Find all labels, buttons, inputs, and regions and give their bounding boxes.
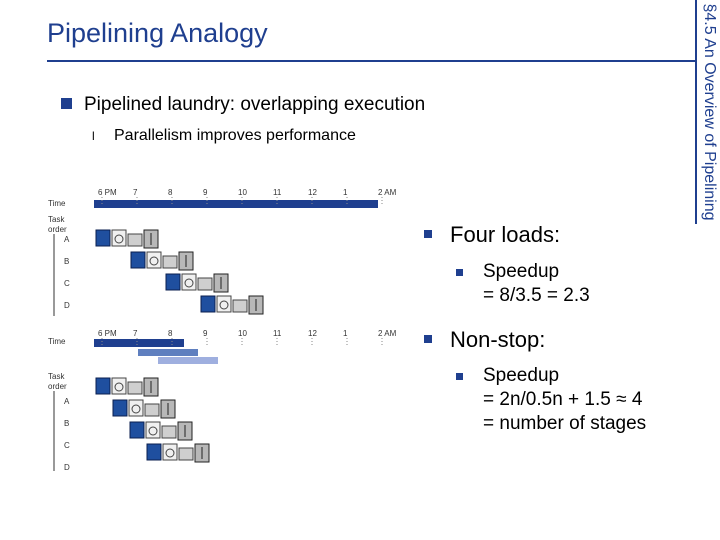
slide-title: Pipelining Analogy [47, 18, 268, 48]
time-tick-label: 1 [343, 188, 348, 197]
folding-icon [197, 277, 213, 291]
folding-icon [144, 403, 160, 417]
bullet-four-loads: Four loads: [424, 222, 560, 248]
dryer-icon [162, 443, 178, 461]
speedup-value: = 8/3.5 = 2.3 [483, 285, 590, 306]
time-tick-label: 7 [133, 188, 138, 197]
folding-icon [232, 299, 248, 313]
folding-icon [162, 255, 178, 269]
time-tick-label: 10 [238, 329, 247, 338]
time-tick-label: 2 AM [378, 329, 397, 338]
time-tick-label: 2 AM [378, 188, 397, 197]
folding-icon [127, 233, 143, 247]
nonstop-text: Non-stop: [450, 327, 546, 352]
time-bar [94, 200, 378, 208]
time-tick-label: 9 [203, 329, 208, 338]
time-tick-label: 6 PM [98, 188, 117, 197]
timeline-top: Time 6 PM 7 8 9 10 11 12 1 2 AM Task order A B C D [48, 188, 397, 316]
bullet-nonstop: Non-stop: [424, 327, 545, 353]
dryer-door-icon [165, 448, 175, 458]
dryer-door-icon [114, 382, 124, 392]
bullet-sub: l Parallelism improves performance [92, 127, 356, 145]
time-tick-label: 11 [273, 188, 282, 197]
time-label: Time [48, 199, 66, 208]
speedup-nonstop: Speedup = 2n/0.5n + 1.5 ≈ 4 = number of … [456, 364, 647, 436]
task-label: Task [48, 215, 65, 224]
dryer-door-icon [114, 234, 124, 244]
dryer-icon [128, 399, 144, 417]
washer-icon [129, 421, 145, 439]
task-letter: B [64, 419, 69, 428]
speedup-label-2: Speedup [483, 365, 560, 386]
speedup-formula: = 2n/0.5n + 1.5 ≈ 4 [483, 389, 643, 410]
washer-icon [95, 377, 111, 395]
side-label: §4.5 An Overview of Pipelining [701, 3, 718, 221]
washer-icon [130, 251, 146, 269]
washer-icon [95, 229, 111, 247]
bullet-main: Pipelined laundry: overlapping execution [61, 94, 425, 116]
time-tick-label: 8 [168, 188, 173, 197]
timeline-bottom: Time 6 PM 7 8 9 10 11 12 1 2 AM Task order A B C D [48, 329, 397, 472]
speedup-note: = number of stages [483, 413, 647, 434]
dryer-icon [181, 273, 197, 291]
bullet-square-icon [456, 269, 463, 276]
bullet-square-icon [456, 373, 463, 380]
time-tick-label: 11 [273, 329, 282, 338]
bullet-sub-text: Parallelism improves performance [114, 127, 356, 144]
task-letter: D [64, 463, 70, 472]
dryer-door-icon [131, 404, 141, 414]
folding-icon [178, 447, 194, 461]
bullet-main-text: Pipelined laundry: overlapping execution [84, 94, 426, 115]
task-letter: A [64, 397, 70, 406]
time-tick-label: 8 [168, 329, 173, 338]
task-letter: C [64, 441, 70, 450]
dryer-door-icon [184, 278, 194, 288]
four-loads-text: Four loads: [450, 222, 561, 247]
time-tick-label: 9 [203, 188, 208, 197]
dryer-icon [146, 251, 162, 269]
time-tick-label: 12 [308, 188, 317, 197]
washer-icon [112, 399, 128, 417]
task-letter: C [64, 279, 70, 288]
dryer-icon [216, 295, 232, 313]
dryer-icon [111, 229, 127, 247]
speedup-four: Speedup = 8/3.5 = 2.3 [456, 260, 590, 308]
washer-icon [165, 273, 181, 291]
folding-icon [127, 381, 143, 395]
time-tick-label: 6 PM [98, 329, 117, 338]
order-label-2: order [48, 382, 67, 391]
task-letter: A [64, 235, 70, 244]
bullet-square-icon [424, 230, 432, 238]
bullet-dot-icon: l [92, 129, 95, 143]
task-letter: B [64, 257, 69, 266]
task-label-2: Task [48, 372, 65, 381]
washer-icon [146, 443, 162, 461]
dryer-door-icon [219, 300, 229, 310]
time-tick-label: 1 [343, 329, 348, 338]
task-letter: D [64, 301, 70, 310]
time-bar-2 [94, 339, 184, 347]
folding-icon [161, 425, 177, 439]
dryer-icon [145, 421, 161, 439]
speedup-label: Speedup [483, 261, 560, 282]
time-label-2: Time [48, 337, 66, 346]
dryer-door-icon [148, 426, 158, 436]
time-tick-label: 7 [133, 329, 138, 338]
dryer-door-icon [149, 256, 159, 266]
dryer-icon [111, 377, 127, 395]
order-label: order [48, 225, 67, 234]
side-bar [695, 0, 720, 224]
time-tick-label: 10 [238, 188, 247, 197]
time-tick-label: 12 [308, 329, 317, 338]
bullet-square-icon [61, 98, 72, 109]
washer-icon [200, 295, 216, 313]
title-rule [47, 60, 695, 62]
bullet-square-icon [424, 335, 432, 343]
